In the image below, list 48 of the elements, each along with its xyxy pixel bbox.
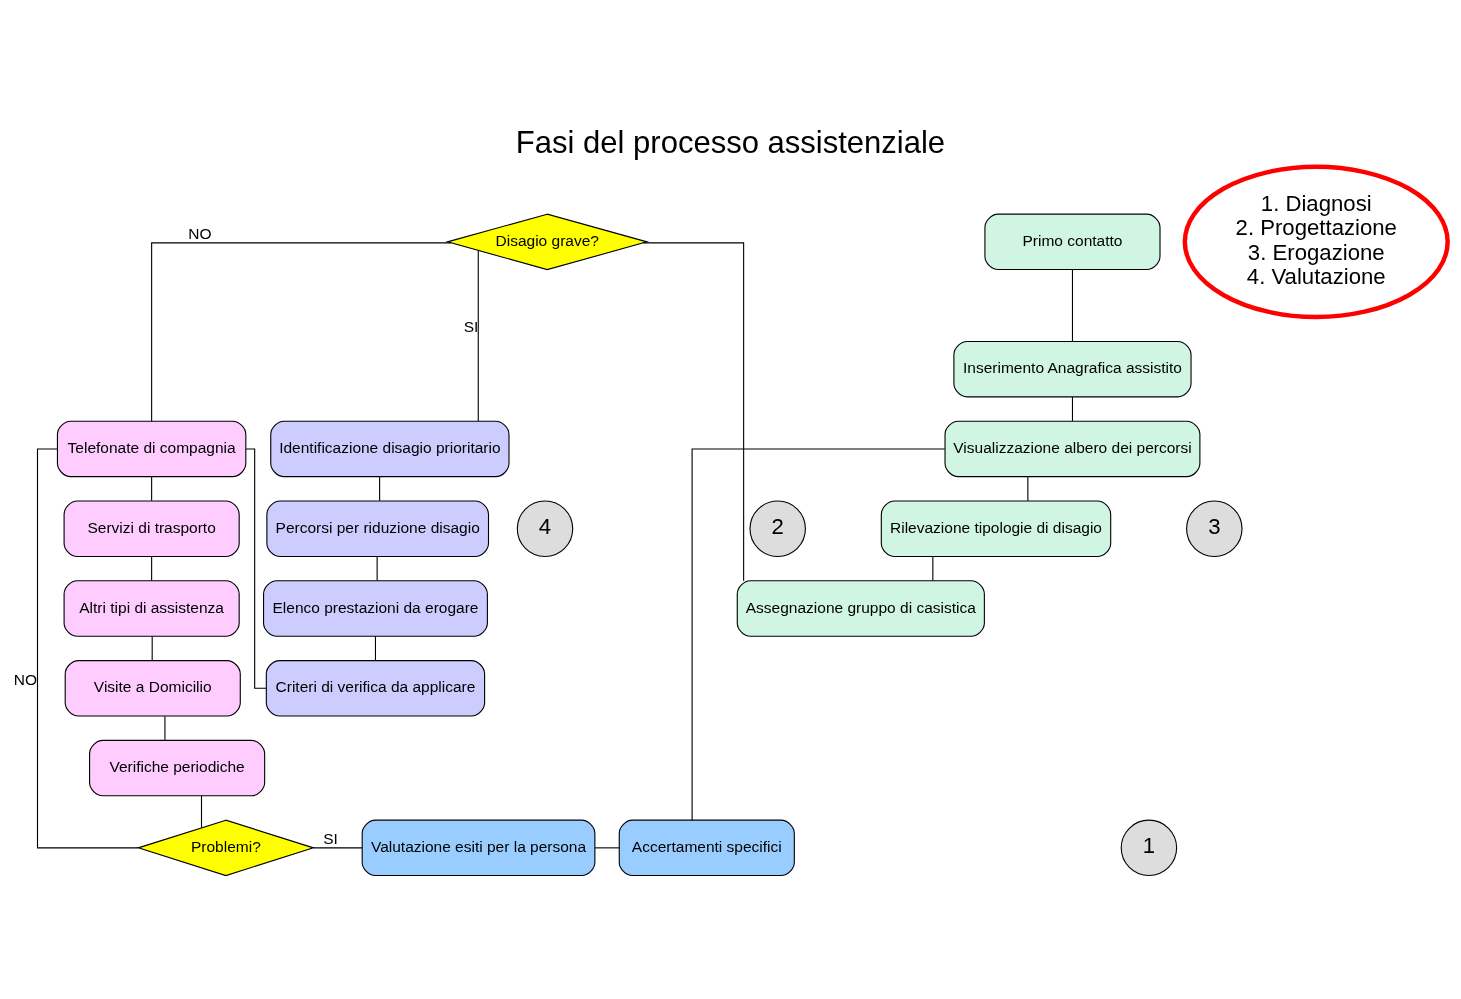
node-circle: 3 bbox=[1186, 500, 1243, 557]
connector bbox=[642, 242, 745, 582]
node-diamond: Problemi? bbox=[136, 819, 316, 877]
node-box: Elenco prestazioni da erogare bbox=[263, 580, 488, 637]
connector bbox=[374, 635, 377, 661]
node-box: Inserimento Anagrafica assistito bbox=[953, 340, 1192, 398]
node-box: Servizi di trasporto bbox=[63, 500, 240, 557]
connector bbox=[36, 448, 139, 849]
node-box: Primo contatto bbox=[984, 213, 1161, 271]
connector bbox=[151, 242, 452, 422]
node-box: Visite a Domicilio bbox=[64, 660, 241, 717]
diagram-title: Fasi del processo assistenziale bbox=[515, 124, 946, 160]
node-box: Identificazione disagio prioritario bbox=[270, 420, 510, 478]
connector bbox=[151, 635, 153, 661]
node-box: Assegnazione gruppo di casistica bbox=[736, 580, 985, 637]
connector bbox=[1071, 396, 1074, 422]
connector bbox=[691, 448, 946, 821]
connector bbox=[477, 250, 479, 422]
connector bbox=[245, 448, 267, 689]
connector bbox=[1071, 269, 1074, 342]
node-ellipse: 1. Diagnosi 2. Progettazione 3. Erogazione 4. Valutazione bbox=[1182, 164, 1450, 320]
connector bbox=[200, 795, 203, 829]
connector bbox=[164, 715, 166, 741]
node-box: Accertamenti specifici bbox=[618, 819, 795, 877]
node-circle: 2 bbox=[749, 500, 806, 557]
connector bbox=[312, 847, 363, 849]
connector bbox=[151, 476, 153, 502]
node-box: Altri tipi di assistenza bbox=[63, 580, 240, 637]
edge-label: SI bbox=[463, 317, 479, 335]
edge-label: SI bbox=[323, 829, 338, 847]
node-box: Visualizzazione albero dei percorsi bbox=[944, 420, 1201, 478]
connector bbox=[379, 476, 381, 502]
connector bbox=[376, 556, 378, 582]
connector bbox=[594, 847, 620, 849]
connector bbox=[1027, 476, 1029, 502]
node-box: Criteri di verifica da applicare bbox=[265, 660, 486, 717]
connector bbox=[932, 556, 934, 582]
edge-label: NO bbox=[188, 224, 212, 242]
node-circle: 1 bbox=[1120, 819, 1178, 877]
node-box: Valutazione esiti per la persona bbox=[361, 819, 596, 877]
node-box: Rilevazione tipologie di disagio bbox=[880, 500, 1112, 557]
node-box: Verifiche periodiche bbox=[89, 739, 266, 797]
connector bbox=[151, 556, 153, 582]
node-box: Telefonate di compagnia bbox=[56, 420, 247, 478]
edge-label: NO bbox=[13, 670, 37, 688]
node-circle: 4 bbox=[516, 500, 574, 557]
node-box: Percorsi per riduzione disagio bbox=[266, 500, 490, 557]
node-diamond: Disagio grave? bbox=[445, 213, 649, 271]
